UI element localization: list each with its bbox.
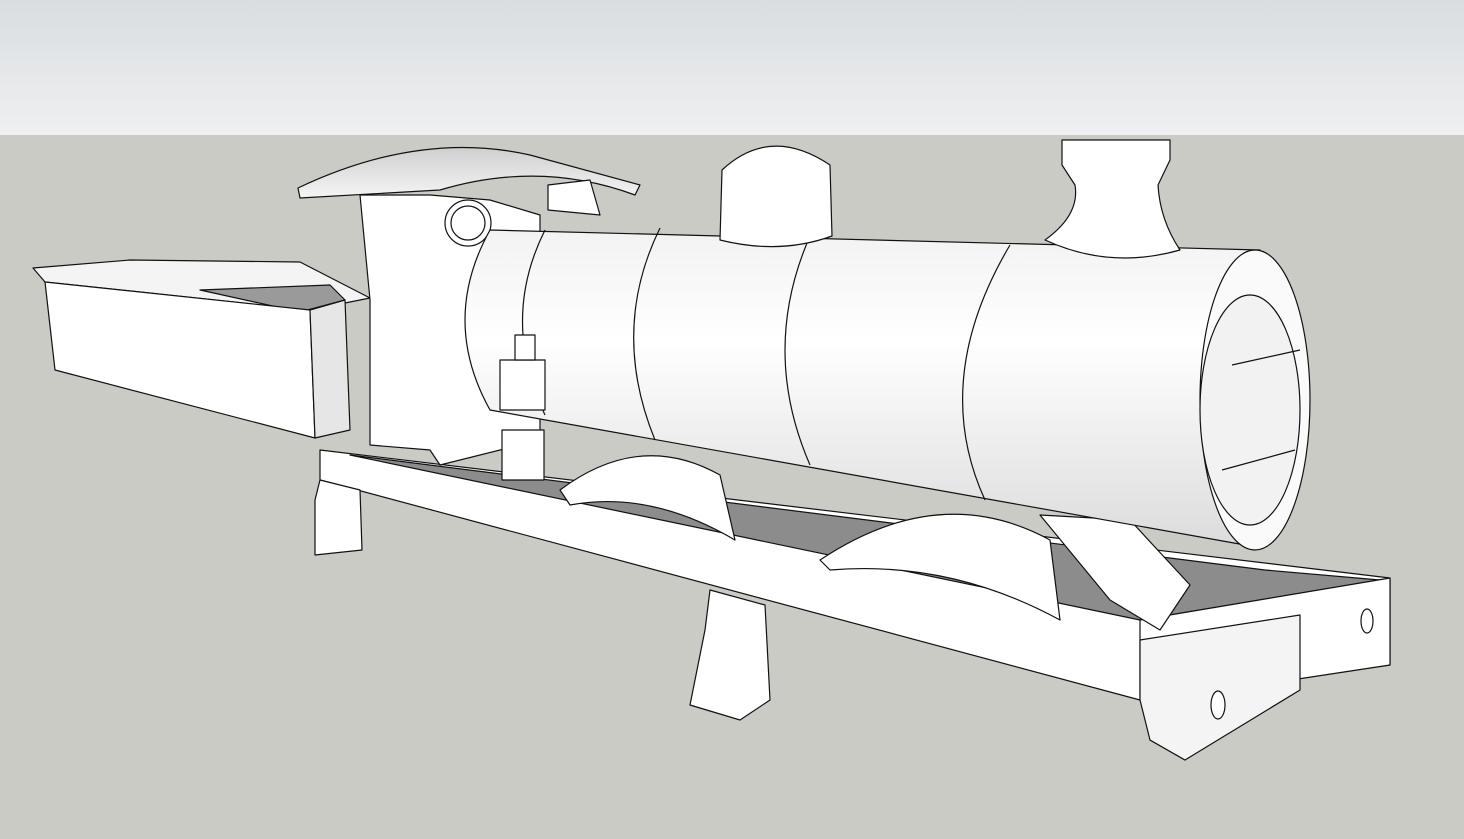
dome [719,145,833,248]
buffer-hole [1210,690,1226,720]
chimney [1044,139,1181,259]
sky-background [0,0,1464,135]
cab-window [444,199,492,247]
tender [32,259,371,439]
buffer-hole [1360,608,1374,634]
valve-column [499,334,546,481]
boiler [464,139,1311,551]
smokebox-door [1199,294,1301,526]
